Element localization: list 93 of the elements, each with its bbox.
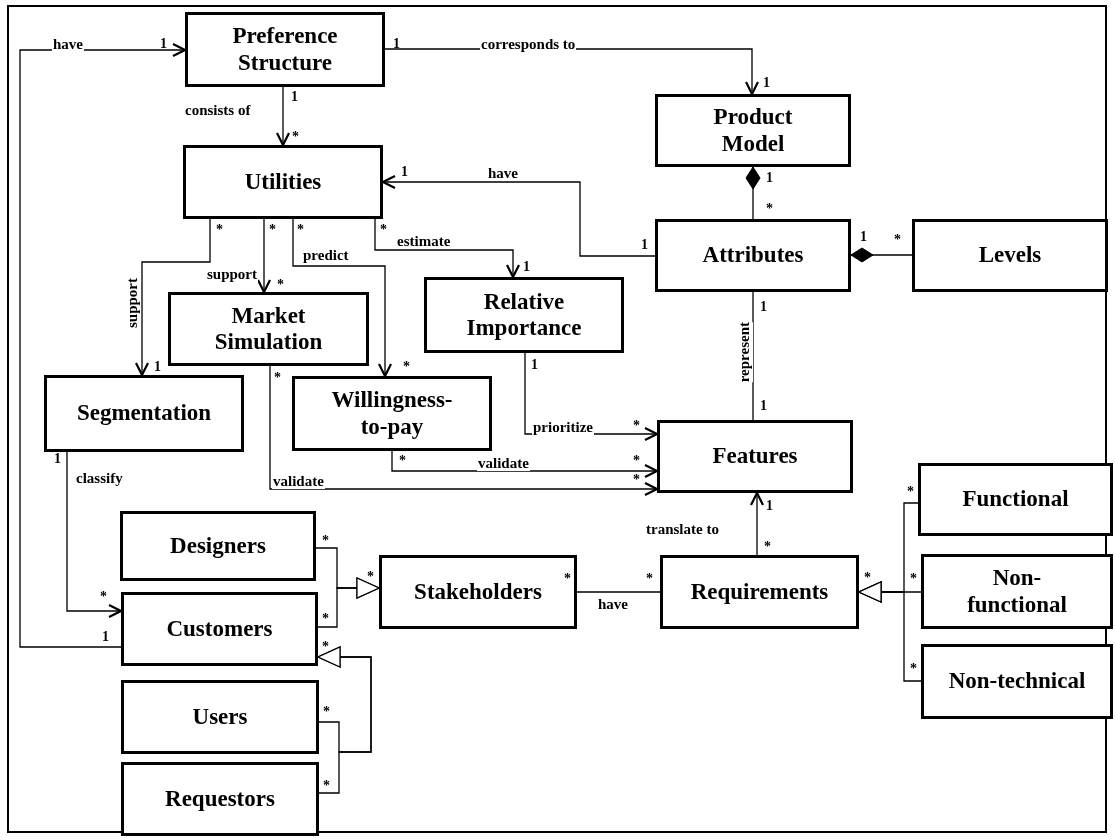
multiplicity-label: * [766,202,773,216]
class-box: Relative Importance [424,277,624,353]
generalization-arrow [317,646,372,794]
class-box: Features [657,420,853,493]
multiplicity-label: * [633,473,640,487]
arrow [381,174,656,257]
multiplicity-label: * [100,590,107,604]
multiplicity-label: * [403,360,410,374]
arrow [391,450,659,479]
arrow [134,218,211,377]
class-box: Designers [120,511,316,581]
generalization-arrow [858,581,922,682]
multiplicity-label: * [633,454,640,468]
multiplicity-label: * [323,705,330,719]
edge-label: validate [272,474,325,489]
class-box: Non-functional [921,554,1113,629]
composition-line [745,166,761,220]
class-box: Segmentation [44,375,244,452]
arrow [292,218,393,378]
edge-label: estimate [396,234,452,249]
multiplicity-label: 1 [401,165,408,179]
multiplicity-label: 1 [523,260,530,274]
edge-label: have [52,37,84,52]
class-box: Market Simulation [168,292,369,366]
class-box: Levels [912,219,1108,292]
multiplicity-label: * [910,662,917,676]
multiplicity-label: 1 [760,300,767,314]
edge-label: classify [75,471,124,486]
edge-label: consists of [184,103,252,118]
class-box: Utilities [183,145,383,219]
multiplicity-label: * [910,572,917,586]
multiplicity-label: * [322,612,329,626]
edge-label: prioritize [532,420,594,435]
arrow [269,365,659,497]
multiplicity-label: 1 [641,238,648,252]
edge-label: validate [477,456,530,471]
connector-line [752,291,754,421]
edge-label: translate to [645,522,720,537]
multiplicity-label: 1 [291,90,298,104]
edge-label: have [597,597,629,612]
multiplicity-label: 1 [760,399,767,413]
multiplicity-label: * [894,233,901,247]
multiplicity-label: * [277,278,284,292]
multiplicity-label: * [399,454,406,468]
class-box: Requirements [660,555,859,629]
multiplicity-label: 1 [102,630,109,644]
multiplicity-label: 1 [154,360,161,374]
multiplicity-label: * [864,571,871,585]
connector-line [576,591,661,593]
arrow [66,451,123,619]
edge-label: have [487,166,519,181]
multiplicity-label: * [322,534,329,548]
multiplicity-label: * [274,371,281,385]
multiplicity-label: 1 [766,499,773,513]
arrow [256,218,272,294]
class-box: Non-technical [921,644,1113,719]
class-box: Willingness-to-pay [292,376,492,451]
multiplicity-label: * [907,485,914,499]
multiplicity-label: 1 [860,230,867,244]
multiplicity-label: 1 [393,37,400,51]
edge-label: predict [302,248,350,263]
multiplicity-label: 1 [160,37,167,51]
arrow [19,42,187,648]
multiplicity-label: * [216,223,223,237]
edge-label: support [206,267,259,282]
multiplicity-label: * [367,570,374,584]
multiplicity-label: * [269,223,276,237]
multiplicity-label: * [764,540,771,554]
multiplicity-label: * [297,223,304,237]
multiplicity-label: * [323,779,330,793]
arrow [749,491,765,556]
class-box: Preference Structure [185,12,385,87]
class-box: Users [121,680,319,754]
multiplicity-label: 1 [763,76,770,90]
class-box: Attributes [655,219,851,292]
multiplicity-label: * [646,572,653,586]
generalization-arrow [317,577,380,628]
edge-label: corresponds to [480,37,577,52]
class-box: Requestors [121,762,319,836]
multiplicity-label: 1 [531,358,538,372]
multiplicity-label: 1 [54,452,61,466]
composition-line [850,247,913,263]
arrow [374,218,521,279]
arrow [275,86,291,147]
class-box: Customers [121,592,318,666]
class-box: Functional [918,463,1113,536]
multiplicity-label: * [564,572,571,586]
multiplicity-label: * [322,640,329,654]
multiplicity-label: * [380,223,387,237]
class-box: Product Model [655,94,851,167]
multiplicity-label: * [633,419,640,433]
multiplicity-label: * [292,130,299,144]
multiplicity-label: 1 [766,171,773,185]
